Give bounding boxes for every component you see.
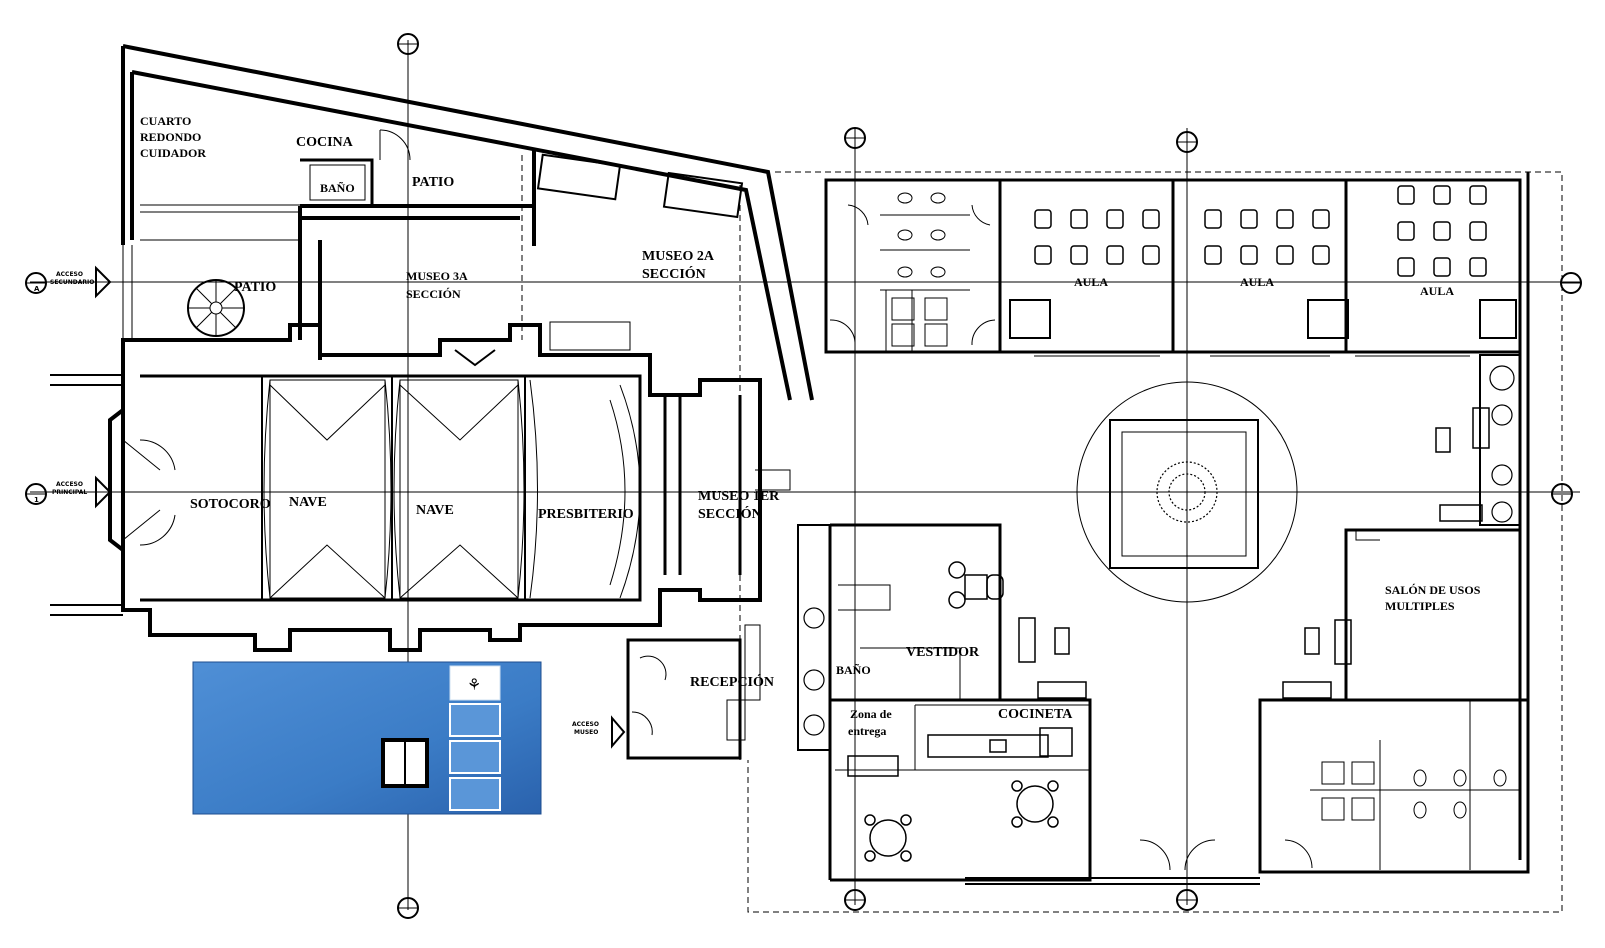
label-salon-2: MULTIPLES: [1385, 599, 1455, 613]
label-museo3a-1: MUSEO 3A: [406, 269, 468, 283]
label-bano-top: BAÑO: [320, 181, 355, 195]
classroom-chairs: [1034, 185, 1487, 277]
reception-walls: [626, 624, 761, 760]
church-walls: [50, 44, 814, 760]
label-recepcion: RECEPCIÓN: [690, 673, 774, 690]
label-nave-1: NAVE: [289, 495, 327, 510]
planter-plants: [803, 365, 1515, 736]
label-zona-2: entrega: [848, 724, 886, 738]
label-cocina: COCINA: [296, 135, 354, 150]
sanitary-fixtures: [891, 192, 1507, 821]
access-labels: ACCESO SECUNDARIO ACCESO PRINCIPAL ACCES…: [50, 265, 626, 749]
label-salon-1: SALÓN DE USOS: [1385, 583, 1481, 597]
dining-tables: [864, 561, 1059, 862]
label-presbiterio: PRESBITERIO: [538, 507, 634, 522]
label-acceso-pri-2: PRINCIPAL: [52, 489, 87, 496]
label-museo3a-2: SECCIÓN: [406, 287, 461, 301]
axis-label-a: A: [34, 285, 40, 293]
label-acceso-museo-2: MUSEO: [574, 729, 598, 736]
school-walls: [747, 171, 1563, 913]
axis-grid: [30, 40, 1580, 910]
label-bano-mid: BAÑO: [836, 663, 871, 677]
label-museo1er-1: MUSEO 1ER: [698, 489, 780, 504]
label-museo2a-2: SECCIÓN: [642, 265, 706, 282]
label-vestidor: VESTIDOR: [906, 645, 980, 660]
axis-label-one: 1: [34, 496, 39, 504]
label-cuarto-2: REDONDO: [140, 130, 201, 144]
label-museo1er-2: SECCIÓN: [698, 505, 762, 522]
tree-icon: ⚘: [467, 675, 481, 694]
label-cuarto-1: CUARTO: [140, 114, 191, 128]
label-aula-2: AULA: [1240, 275, 1274, 289]
label-acceso-museo-1: ACCESO: [572, 721, 599, 728]
label-zona-1: Zona de: [850, 707, 892, 721]
axis-markers: A 1: [25, 33, 1582, 919]
label-aula-1: AULA: [1074, 275, 1108, 289]
label-patio-left: PATIO: [234, 280, 276, 295]
label-patio-top: PATIO: [412, 175, 454, 190]
label-acceso-sec-1: ACCESO: [56, 271, 83, 278]
label-nave-2: NAVE: [416, 503, 454, 518]
room-labels: CUARTO REDONDO CUIDADOR COCINA BAÑO PATI…: [140, 114, 1481, 738]
label-aula-3: AULA: [1420, 284, 1454, 298]
label-museo2a-1: MUSEO 2A: [642, 249, 715, 264]
label-cocineta: COCINETA: [998, 707, 1073, 722]
label-acceso-sec-2: SECUNDARIO: [50, 279, 94, 286]
highlight-area: ⚘: [192, 661, 542, 815]
label-cuarto-3: CUIDADOR: [140, 146, 206, 160]
spiral-stair-icon: [187, 279, 245, 337]
label-sotocoro: SOTOCORO: [190, 497, 271, 512]
benches: [1018, 407, 1490, 699]
label-acceso-pri-1: ACCESO: [56, 481, 83, 488]
kitchen-counter: [847, 727, 1073, 777]
